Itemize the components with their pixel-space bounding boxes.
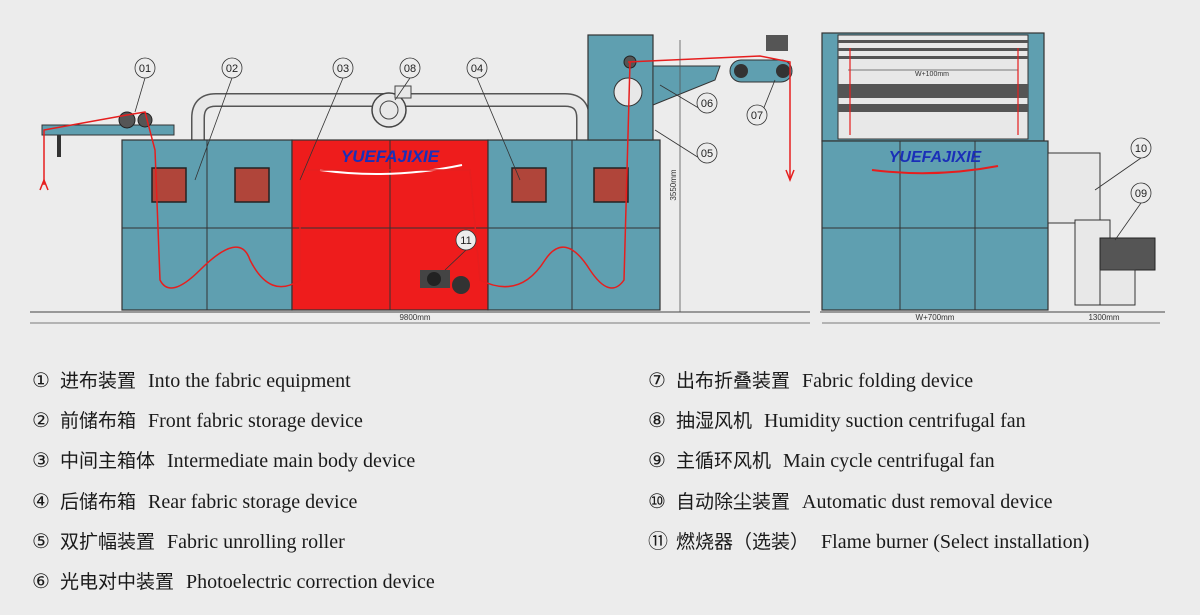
side-lower-box [821,140,1049,311]
fabric-path [43,61,631,289]
burner-disc [452,276,470,294]
main-fan-duct [1047,152,1101,224]
callout-bubble [696,92,718,114]
callout-label: 03 [337,63,349,75]
callout-bubble [134,57,156,79]
side-slats [838,40,1028,112]
callout-label: 10 [1135,143,1147,155]
brand-swoosh [319,164,463,175]
feed-roller-2 [137,112,153,128]
callout-leader [394,77,411,101]
callout-bubble [399,57,421,79]
brand-side: YUEFAJIXIE [889,149,983,166]
callout-label: 07 [751,110,763,122]
viewing-windows [151,167,629,203]
callout-leader [476,77,521,181]
callout-leader [134,77,146,113]
folding-roller-frame [729,59,793,83]
callout-label: 05 [701,148,713,160]
dim-width-label: W+700mm [916,313,955,322]
dim-height-label: 3550mm [669,169,678,200]
feed-support [57,135,61,157]
folding-motor [766,35,788,51]
callout-label: 06 [701,98,713,110]
callout-label: 02 [226,63,238,75]
main-fan-base [1099,269,1136,306]
callout-bubble [455,229,477,251]
callout-label: 09 [1135,188,1147,200]
humidity-fan [371,92,407,128]
callout-bubble [466,57,488,79]
dim-length-label: 9800mm [399,313,430,322]
main-fan-motor [1099,237,1156,271]
callout-leader [1094,157,1142,191]
callouts: 01 02 03 08 04 06 07 05 11 10 09 [134,57,1152,271]
callout-leader [194,77,233,181]
callout-bubble [332,57,354,79]
callout-bubble [1130,182,1152,204]
callout-bubble [1130,137,1152,159]
callout-leader [444,249,467,271]
callout-label: 11 [460,235,471,247]
burner-wheel [427,272,441,286]
humidity-fan-hub [379,100,399,120]
callout-leader [1114,202,1142,241]
brand-front: YUEFAJIXIE [341,147,440,166]
humidity-fan-outlet [394,85,412,99]
folding-arm [652,65,721,106]
dim-fan-label: 1300mm [1088,313,1119,322]
out-drum [613,77,643,107]
feed-table [41,124,175,136]
callout-bubble [696,142,718,164]
callout-leader [299,77,344,181]
dim-inner-width-label: W+100mm [915,71,949,78]
callout-label: 08 [404,63,416,75]
callout-bubble [221,57,243,79]
out-fabric-path [627,55,791,180]
callout-bubble [746,104,768,126]
machine-drawing: YUEFAJIXIE 3550mm 9800mm W+100mm YUEFAJI… [30,32,1165,324]
callout-label: 04 [471,63,483,75]
callout-label: 01 [139,63,151,75]
